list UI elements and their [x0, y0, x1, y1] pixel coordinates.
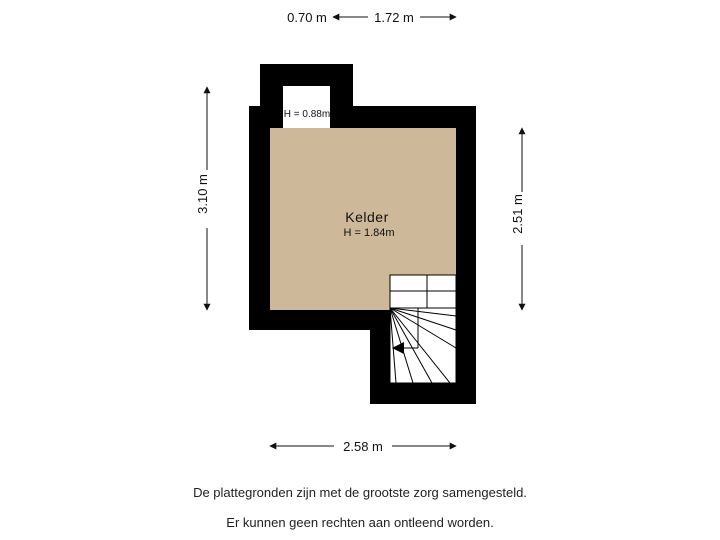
- room-height: H = 1.84m: [343, 227, 394, 239]
- right-dimension: 2.51 m: [510, 127, 526, 311]
- disclaimer-line-2: Er kunnen geen rechten aan ontleend word…: [226, 515, 494, 530]
- dim-top-left: 0.70 m: [287, 10, 327, 25]
- dim-top-right: 1.72 m: [374, 10, 414, 25]
- bottom-dimension: 2.58 m: [269, 439, 457, 454]
- niche-room: [283, 86, 330, 128]
- staircase: [389, 274, 457, 384]
- dim-left: 3.10 m: [195, 174, 210, 214]
- disclaimer-line-1: De plattegronden zijn met de grootste zo…: [193, 485, 527, 500]
- dim-right: 2.51 m: [510, 194, 525, 234]
- dim-bottom: 2.58 m: [343, 439, 383, 454]
- stair-direction-arrow-icon: [392, 342, 404, 354]
- room-name: Kelder: [345, 209, 388, 225]
- niche-height-label: H = 0.88m: [284, 109, 330, 120]
- left-dimension: 3.10 m: [195, 86, 211, 311]
- kelder-floor: [270, 128, 456, 310]
- top-dimension: 0.70 m 1.72 m: [287, 10, 457, 25]
